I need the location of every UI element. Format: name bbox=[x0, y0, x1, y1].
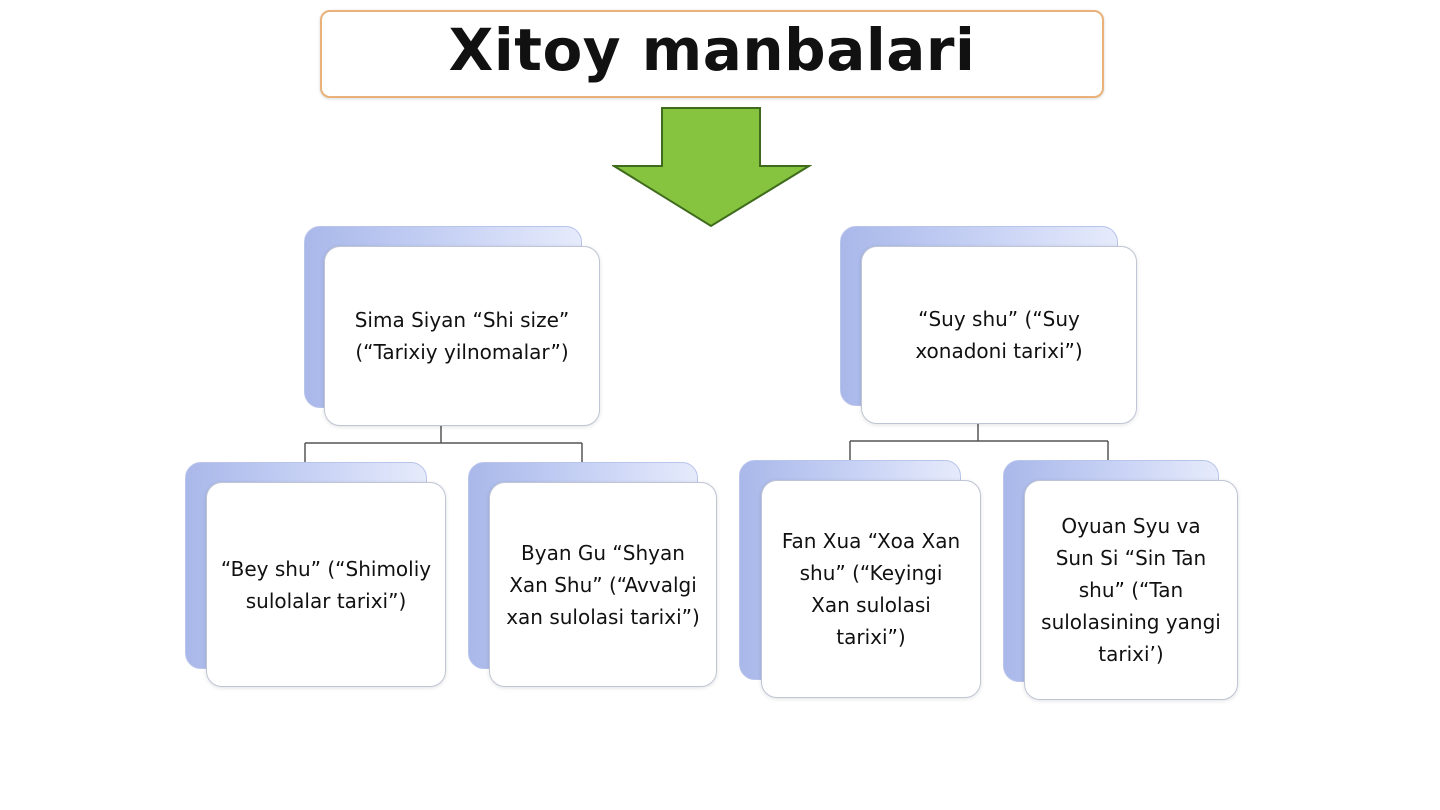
down-arrow-icon bbox=[612, 107, 812, 228]
source-label: “Suy shu” (“Suy xonadoni tarixi”) bbox=[915, 307, 1083, 363]
source-card: Sima Siyan “Shi size” (“Tarixiy yilnomal… bbox=[324, 246, 600, 426]
source-card: “Bey shu” (“Shimoliy sulolalar tarixi”) bbox=[206, 482, 446, 687]
diagram-title: Xitoy manbalari bbox=[448, 16, 976, 84]
source-label: “Bey shu” (“Shimoliy sulolalar tarixi”) bbox=[220, 556, 432, 613]
source-card: Oyuan Syu va Sun Si “Sin Tan shu” (“Tan … bbox=[1024, 480, 1238, 700]
source-label: Oyuan Syu va Sun Si “Sin Tan shu” (“Tan … bbox=[1041, 514, 1221, 666]
source-label: Sima Siyan “Shi size” (“Tarixiy yilnomal… bbox=[354, 308, 570, 364]
title-box: Xitoy manbalari bbox=[320, 10, 1104, 98]
source-card: Byan Gu “Shyan Xan Shu” (“Avvalgi xan su… bbox=[489, 482, 717, 687]
source-label: Fan Xua “Xoa Xan shu” (“Keyingi Xan sulo… bbox=[781, 529, 961, 649]
source-card: “Suy shu” (“Suy xonadoni tarixi”) bbox=[861, 246, 1137, 424]
source-label: Byan Gu “Shyan Xan Shu” (“Avvalgi xan su… bbox=[506, 540, 700, 629]
source-card: Fan Xua “Xoa Xan shu” (“Keyingi Xan sulo… bbox=[761, 480, 981, 698]
